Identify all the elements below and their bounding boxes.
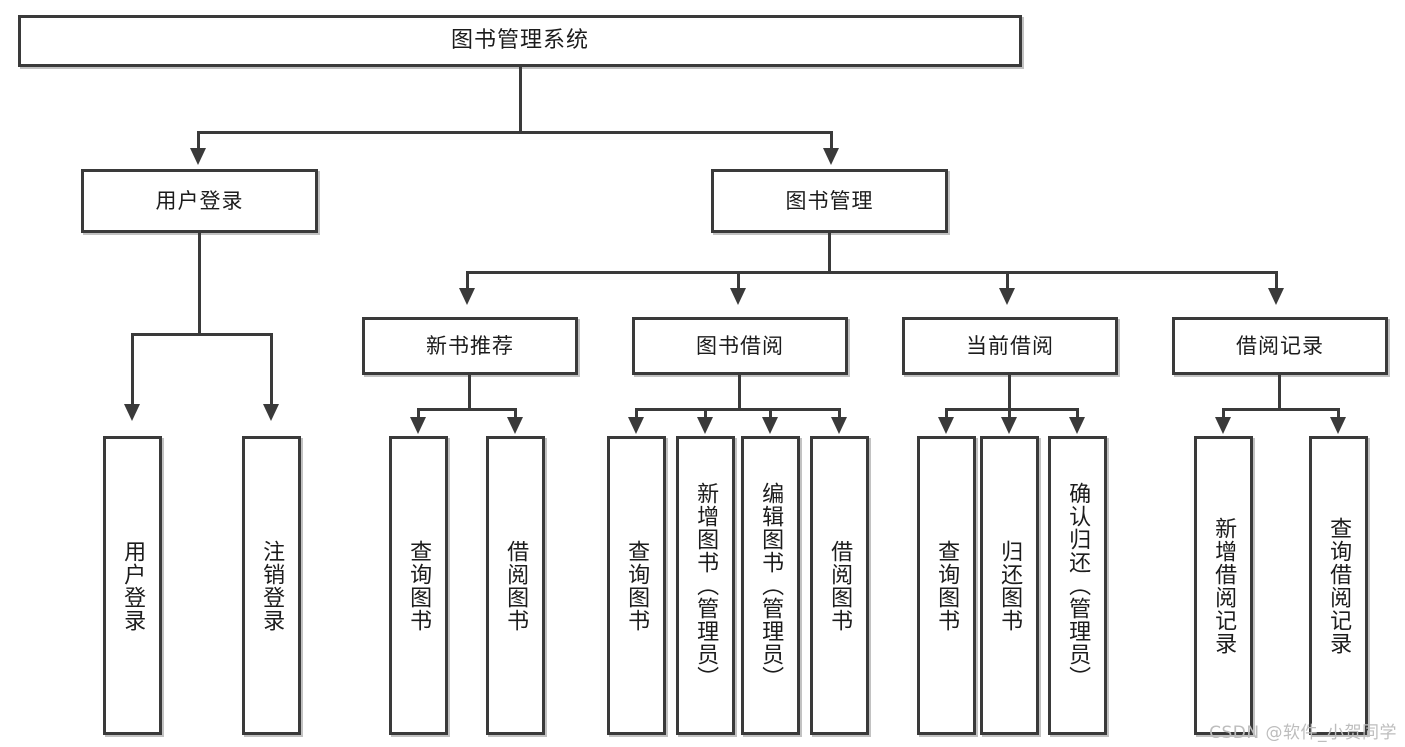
leaf-return-book[interactable]: 归还图书 bbox=[980, 436, 1039, 735]
node-user-login[interactable]: 用户登录 bbox=[81, 169, 318, 233]
connector-new-book-drop-1 bbox=[417, 408, 420, 418]
leaf-borrow-book-recommend[interactable]: 借阅图书 bbox=[486, 436, 545, 735]
connector-level3-drop-2 bbox=[737, 271, 740, 290]
node-label: 图书借阅 bbox=[696, 333, 784, 358]
leaf-user-login[interactable]: 用户登录 bbox=[103, 436, 162, 735]
leaf-add-borrow-record[interactable]: 新增借阅记录 bbox=[1194, 436, 1253, 735]
arrowhead-to-borrow-record bbox=[1268, 288, 1284, 305]
connector-current-borrow-bar bbox=[945, 408, 1079, 411]
leaf-label: 用户登录 bbox=[120, 539, 146, 632]
connector-book-borrow-drop-2 bbox=[704, 408, 707, 418]
node-label: 图书管理 bbox=[785, 188, 874, 213]
leaf-label: 新增借阅记录 bbox=[1211, 516, 1237, 655]
connector-user-login-drop-2 bbox=[270, 333, 273, 406]
node-borrow-record[interactable]: 借阅记录 bbox=[1172, 317, 1388, 375]
leaf-query-book-current[interactable]: 查询图书 bbox=[917, 436, 976, 735]
connector-book-borrow-drop-4 bbox=[838, 408, 841, 418]
leaf-query-book-borrow[interactable]: 查询图书 bbox=[607, 436, 666, 735]
node-label: 用户登录 bbox=[155, 188, 244, 213]
connector-user-login-drop-1 bbox=[131, 333, 134, 406]
leaf-label: 注销登录 bbox=[259, 539, 285, 632]
leaf-label: 查询借阅记录 bbox=[1326, 516, 1352, 655]
connector-root-bar bbox=[197, 131, 833, 134]
leaf-borrow-book[interactable]: 借阅图书 bbox=[810, 436, 869, 735]
connector-level3-bar bbox=[466, 271, 1278, 274]
leaf-query-borrow-record[interactable]: 查询借阅记录 bbox=[1309, 436, 1368, 735]
connector-root-left-drop bbox=[197, 131, 200, 150]
node-current-borrow[interactable]: 当前借阅 bbox=[902, 317, 1118, 375]
connector-current-borrow-drop-3 bbox=[1076, 408, 1079, 418]
leaf-label: 查询图书 bbox=[624, 539, 650, 632]
leaf-label: 编辑图书（管理员） bbox=[758, 482, 784, 689]
connector-level3-drop-3 bbox=[1006, 271, 1009, 290]
arrowhead-book-borrow-leaf-3 bbox=[762, 417, 778, 434]
arrowhead-new-book-leaf-1 bbox=[410, 417, 426, 434]
leaf-label: 借阅图书 bbox=[827, 539, 853, 632]
connector-user-login-bar bbox=[131, 333, 273, 336]
node-book-borrow[interactable]: 图书借阅 bbox=[632, 317, 848, 375]
arrowhead-current-borrow-leaf-3 bbox=[1069, 417, 1085, 434]
node-label: 新书推荐 bbox=[426, 333, 514, 358]
connector-current-borrow-stem bbox=[1008, 375, 1011, 411]
arrowhead-new-book-leaf-2 bbox=[507, 417, 523, 434]
connector-book-borrow-bar bbox=[635, 408, 841, 411]
arrowhead-current-borrow-leaf-2 bbox=[1001, 417, 1017, 434]
connector-current-borrow-drop-2 bbox=[1008, 408, 1011, 418]
arrowhead-current-borrow-leaf-1 bbox=[938, 417, 954, 434]
leaf-label: 归还图书 bbox=[997, 539, 1023, 632]
node-label: 图书管理系统 bbox=[450, 28, 589, 54]
leaf-confirm-return-admin[interactable]: 确认归还（管理员） bbox=[1048, 436, 1107, 735]
node-label: 当前借阅 bbox=[966, 333, 1054, 358]
node-new-book-recommend[interactable]: 新书推荐 bbox=[362, 317, 578, 375]
leaf-query-book-recommend[interactable]: 查询图书 bbox=[389, 436, 448, 735]
connector-book-borrow-drop-3 bbox=[769, 408, 772, 418]
connector-book-management-stem bbox=[828, 233, 831, 273]
leaf-add-book-admin[interactable]: 新增图书（管理员） bbox=[676, 436, 735, 735]
node-book-management-system[interactable]: 图书管理系统 bbox=[18, 15, 1022, 67]
arrowhead-to-new-book-recommend bbox=[459, 288, 475, 305]
leaf-label: 借阅图书 bbox=[503, 539, 529, 632]
connector-new-book-bar bbox=[417, 408, 517, 411]
leaf-label: 查询图书 bbox=[406, 539, 432, 632]
connector-level3-drop-1 bbox=[466, 271, 469, 290]
arrowhead-to-book-management bbox=[823, 148, 839, 165]
arrowhead-book-borrow-leaf-2 bbox=[697, 417, 713, 434]
arrowhead-to-logout-leaf bbox=[263, 404, 279, 421]
arrowhead-borrow-record-leaf-2 bbox=[1330, 417, 1346, 434]
arrowhead-to-user-login bbox=[190, 148, 206, 165]
connector-book-borrow-stem bbox=[738, 375, 741, 411]
arrowhead-to-user-login-leaf bbox=[124, 404, 140, 421]
arrowhead-book-borrow-leaf-1 bbox=[628, 417, 644, 434]
leaf-label: 查询图书 bbox=[934, 539, 960, 632]
node-label: 借阅记录 bbox=[1236, 333, 1324, 358]
connector-current-borrow-drop-1 bbox=[945, 408, 948, 418]
connector-new-book-stem bbox=[468, 375, 471, 411]
leaf-label: 新增图书（管理员） bbox=[693, 482, 719, 689]
connector-borrow-record-bar bbox=[1222, 408, 1340, 411]
leaf-label: 确认归还（管理员） bbox=[1065, 482, 1091, 689]
connector-root-right-drop bbox=[830, 131, 833, 150]
node-book-management[interactable]: 图书管理 bbox=[711, 169, 948, 233]
connector-root-stem bbox=[519, 67, 522, 133]
leaf-logout[interactable]: 注销登录 bbox=[242, 436, 301, 735]
leaf-edit-book-admin[interactable]: 编辑图书（管理员） bbox=[741, 436, 800, 735]
connector-borrow-record-stem bbox=[1278, 375, 1281, 411]
connector-new-book-drop-2 bbox=[514, 408, 517, 418]
connector-user-login-stem bbox=[198, 233, 201, 335]
arrowhead-to-current-borrow bbox=[999, 288, 1015, 305]
connector-level3-drop-4 bbox=[1275, 271, 1278, 290]
arrowhead-to-book-borrow bbox=[730, 288, 746, 305]
connector-book-borrow-drop-1 bbox=[635, 408, 638, 418]
arrowhead-borrow-record-leaf-1 bbox=[1215, 417, 1231, 434]
connector-borrow-record-drop-1 bbox=[1222, 408, 1225, 418]
arrowhead-book-borrow-leaf-4 bbox=[831, 417, 847, 434]
connector-borrow-record-drop-2 bbox=[1337, 408, 1340, 418]
